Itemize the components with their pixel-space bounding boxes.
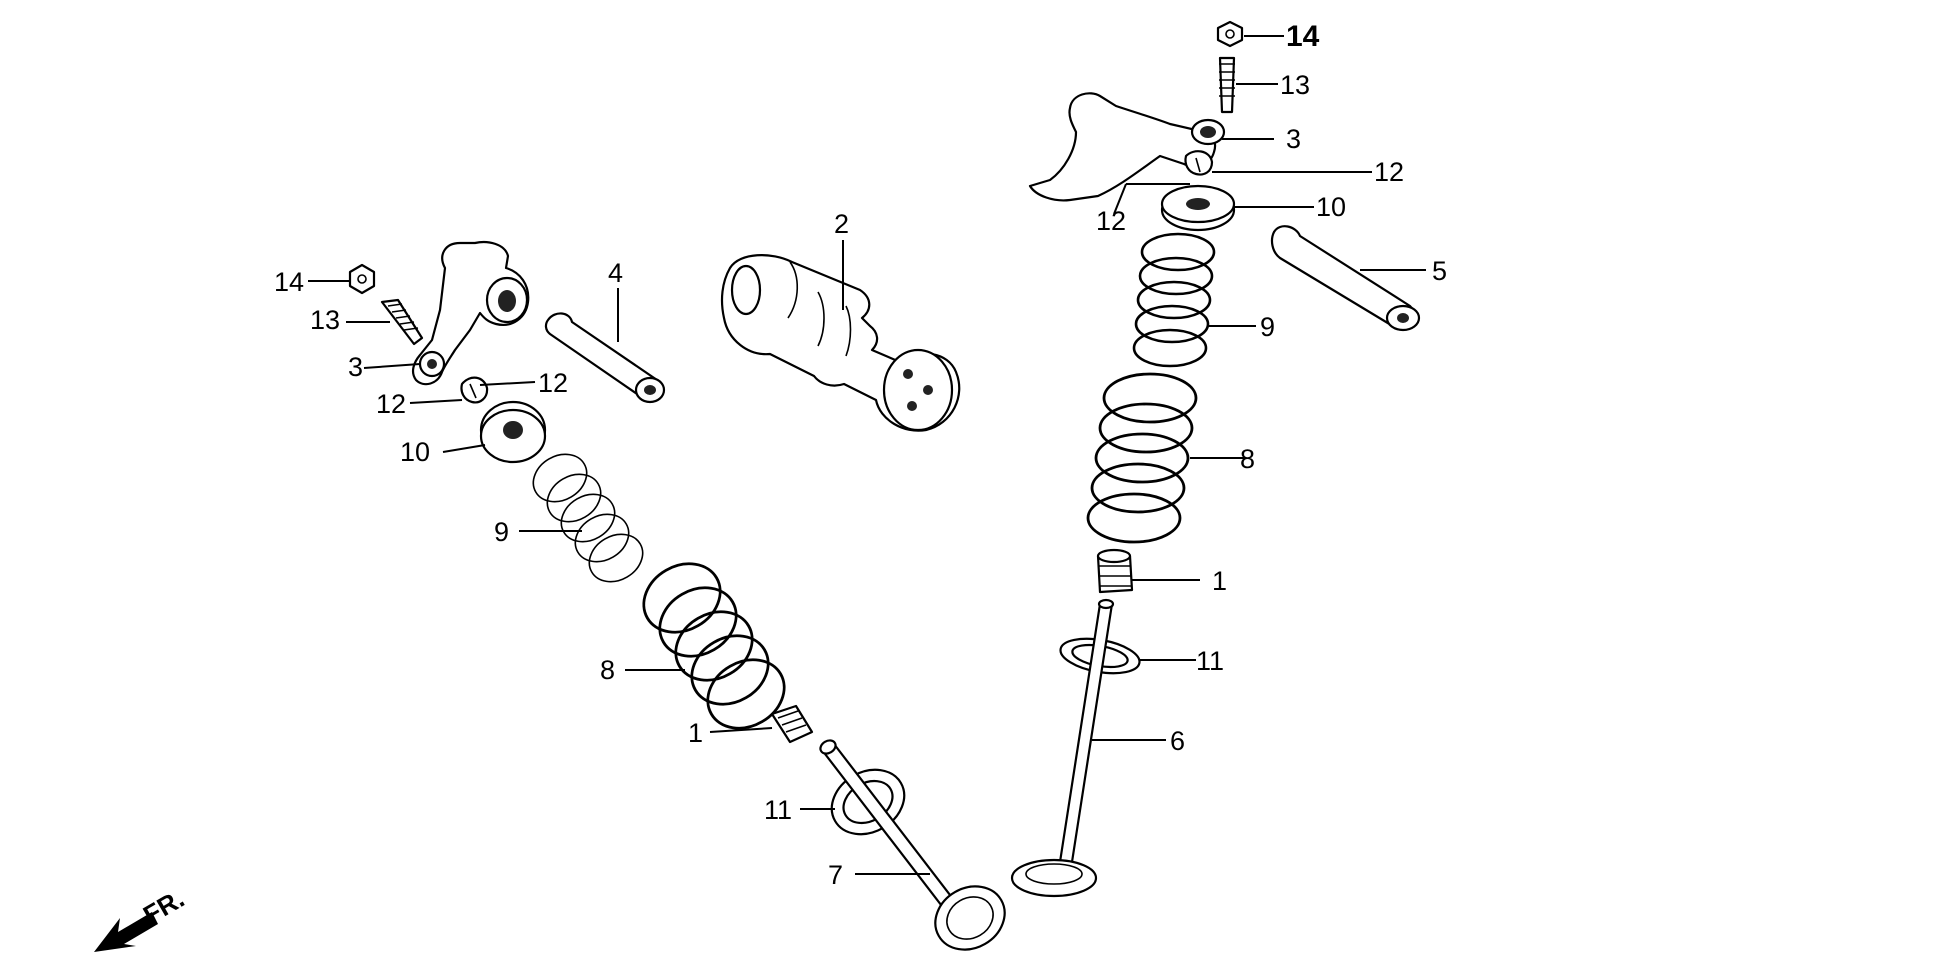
callout-right-9: 9 — [1260, 312, 1275, 342]
callout-left-3: 3 — [348, 352, 363, 382]
right-inner-spring — [1132, 232, 1216, 368]
callout-left-1: 1 — [688, 718, 703, 748]
callout-right-6: 6 — [1170, 726, 1185, 756]
callout-left-14: 14 — [274, 267, 304, 297]
callout-right-3: 3 — [1286, 124, 1301, 154]
leader-lines — [308, 35, 1426, 875]
callout-labels: 14 13 3 12 12 10 9 8 1 11 7 4 2 14 13 3 … — [274, 20, 1447, 890]
callout-left-12a: 12 — [538, 368, 568, 398]
callout-left-9: 9 — [494, 517, 509, 547]
callout-right-8: 8 — [1240, 444, 1255, 474]
front-direction-arrow: FR. — [94, 883, 189, 952]
callout-right-5: 5 — [1432, 256, 1447, 286]
right-outer-spring — [1086, 372, 1198, 544]
right-rocker-arm — [1028, 92, 1226, 202]
left-adjusting-screw — [380, 298, 424, 346]
callout-left-4: 4 — [608, 258, 623, 288]
callout-left-10: 10 — [400, 437, 430, 467]
callout-right-12b: 12 — [1096, 206, 1126, 236]
camshaft — [720, 254, 961, 432]
callout-right-10: 10 — [1316, 192, 1346, 222]
callout-left-12b: 12 — [376, 389, 406, 419]
right-exhaust-valve — [1010, 598, 1115, 898]
right-stem-seal — [1096, 548, 1134, 594]
callout-right-12a: 12 — [1374, 157, 1404, 187]
left-outer-spring — [642, 562, 786, 730]
callout-camshaft-2: 2 — [834, 209, 849, 239]
left-adjusting-nut — [348, 263, 376, 295]
callout-left-8: 8 — [600, 655, 615, 685]
left-rocker-shaft — [544, 312, 666, 404]
left-retainer — [479, 400, 547, 464]
callout-left-11: 11 — [764, 795, 792, 825]
right-cotter — [1184, 150, 1214, 176]
left-cotter — [460, 376, 489, 404]
callout-left-7: 7 — [828, 860, 843, 890]
callout-right-13: 13 — [1280, 70, 1310, 100]
left-intake-valve — [819, 739, 1006, 951]
right-adjusting-nut — [1216, 20, 1244, 48]
right-retainer — [1160, 184, 1236, 232]
callout-right-1: 1 — [1212, 566, 1227, 596]
left-inner-spring — [532, 453, 644, 583]
callout-left-13: 13 — [310, 305, 340, 335]
callout-right-14: 14 — [1286, 20, 1320, 53]
left-stem-seal — [770, 704, 814, 744]
right-adjusting-screw — [1218, 56, 1236, 114]
callout-right-11: 11 — [1196, 646, 1224, 676]
right-rocker-shaft — [1270, 225, 1421, 332]
left-rocker-arm — [411, 240, 530, 386]
